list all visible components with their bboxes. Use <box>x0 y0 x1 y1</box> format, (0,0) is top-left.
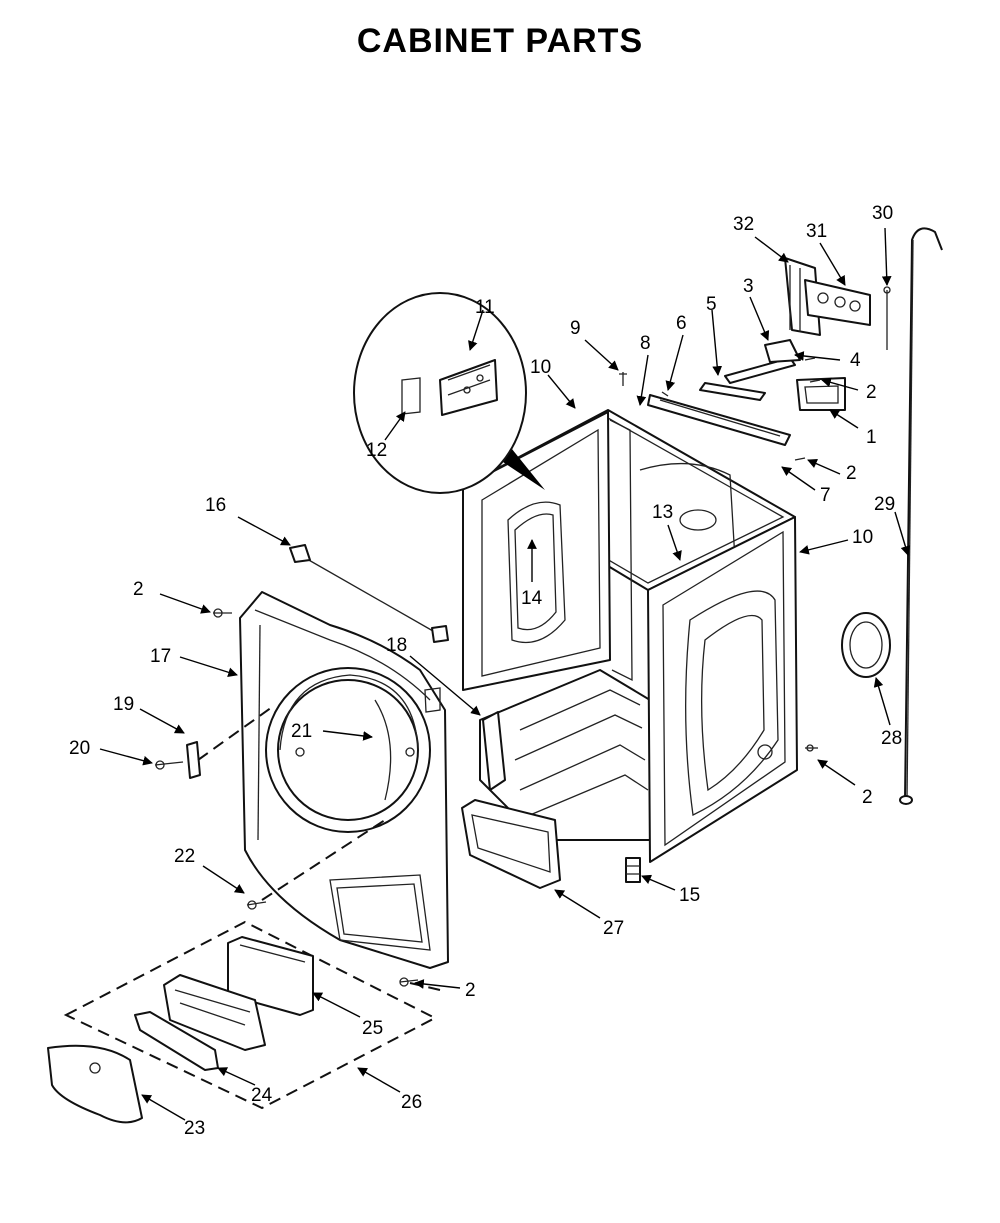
door-gasket <box>374 699 392 801</box>
callout-2: 2 <box>866 382 877 403</box>
inset-detail <box>353 292 545 494</box>
leader-lines <box>99 227 911 1121</box>
callout-30: 30 <box>872 203 893 224</box>
callout-2: 2 <box>846 463 857 484</box>
callout-2: 2 <box>862 787 873 808</box>
callout-21: 21 <box>291 721 312 742</box>
callout-17: 17 <box>150 646 171 667</box>
callout-22: 22 <box>174 846 195 867</box>
callout-10: 10 <box>530 357 551 378</box>
dispenser-housing <box>461 799 561 889</box>
callout-31: 31 <box>806 221 827 242</box>
callout-13: 13 <box>652 502 673 523</box>
callout-28: 28 <box>881 728 902 749</box>
callout-8: 8 <box>640 333 651 354</box>
callout-29: 29 <box>874 494 895 515</box>
callout-9: 9 <box>570 318 581 339</box>
callout-20: 20 <box>69 738 90 759</box>
callout-4: 4 <box>850 350 861 371</box>
callout-5: 5 <box>706 294 717 315</box>
callout-25: 25 <box>362 1018 383 1039</box>
callout-32: 32 <box>733 214 754 235</box>
door-lock <box>186 741 201 779</box>
door-switch <box>482 711 506 791</box>
dispenser-drawer-group <box>47 920 438 1124</box>
callout-14: 14 <box>521 588 543 609</box>
callout-16: 16 <box>205 495 226 516</box>
callout-1: 1 <box>866 427 877 448</box>
callout-6: 6 <box>676 313 687 334</box>
page-title: CABINET PARTS <box>356 22 644 60</box>
callout-19: 19 <box>113 694 134 715</box>
callout-11: 11 <box>475 297 495 318</box>
callout-27: 27 <box>603 918 624 939</box>
wire-harness <box>289 544 449 643</box>
callout-2: 2 <box>133 579 144 600</box>
callout-10: 10 <box>852 527 873 548</box>
cabinet-assembly <box>462 227 943 883</box>
callout-26: 26 <box>401 1092 422 1113</box>
front-panel <box>239 591 449 969</box>
callout-3: 3 <box>743 276 754 297</box>
callout-7: 7 <box>820 485 831 506</box>
callout-labels: 32 31 30 3 5 4 2 1 2 7 6 8 9 10 11 12 13… <box>69 203 902 1139</box>
callout-2: 2 <box>465 980 476 1001</box>
callout-23: 23 <box>184 1118 205 1139</box>
callout-18: 18 <box>386 635 407 656</box>
callout-24: 24 <box>251 1085 273 1106</box>
callout-15: 15 <box>679 885 700 906</box>
callout-12: 12 <box>366 440 387 461</box>
